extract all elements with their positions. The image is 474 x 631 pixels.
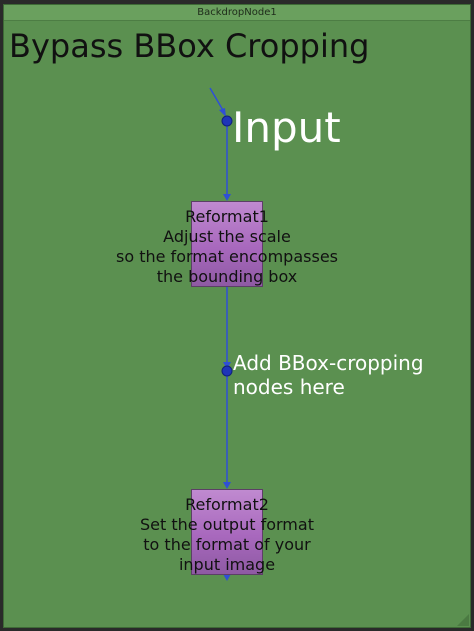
arrowhead-icon [223, 574, 231, 581]
node-name: Reformat2 [185, 495, 269, 514]
reformat2-node[interactable] [191, 489, 263, 575]
arrowhead-icon [219, 108, 226, 117]
node-label-line: Adjust the scale [163, 227, 291, 246]
bbox-dot-label: Add BBox-cropping nodes here [233, 351, 424, 399]
reformat2-node-label: Reformat2 Set the output format to the f… [77, 495, 377, 575]
backdrop-label: Bypass BBox Cropping [9, 27, 370, 65]
arrowhead-icon [223, 482, 231, 489]
bbox-dot-label-line: Add BBox-cropping [233, 351, 424, 375]
reformat1-node-label: Reformat1 Adjust the scale so the format… [77, 207, 377, 287]
node-label-line: to the format of your [143, 535, 311, 554]
node-label-line: input image [178, 555, 276, 574]
backdrop-node[interactable]: BackdropNode1 Bypass BBox Cropping [3, 4, 471, 628]
input-dot-label: Input [232, 103, 341, 152]
node-label-line: Set the output format [140, 515, 314, 534]
arrowhead-icon [223, 194, 231, 201]
node-label-line: so the format encompasses [116, 247, 338, 266]
bbox-dot[interactable] [221, 365, 233, 377]
node-label-line: the bounding box [156, 267, 298, 286]
node-name: Reformat1 [185, 207, 269, 226]
reformat1-node[interactable] [191, 201, 263, 287]
backdrop-title-bar[interactable]: BackdropNode1 [4, 5, 470, 21]
resize-handle-icon[interactable] [457, 614, 469, 626]
bbox-dot-label-line: nodes here [233, 375, 345, 399]
input-dot[interactable] [221, 115, 233, 127]
input-arrow-wire [209, 87, 225, 113]
